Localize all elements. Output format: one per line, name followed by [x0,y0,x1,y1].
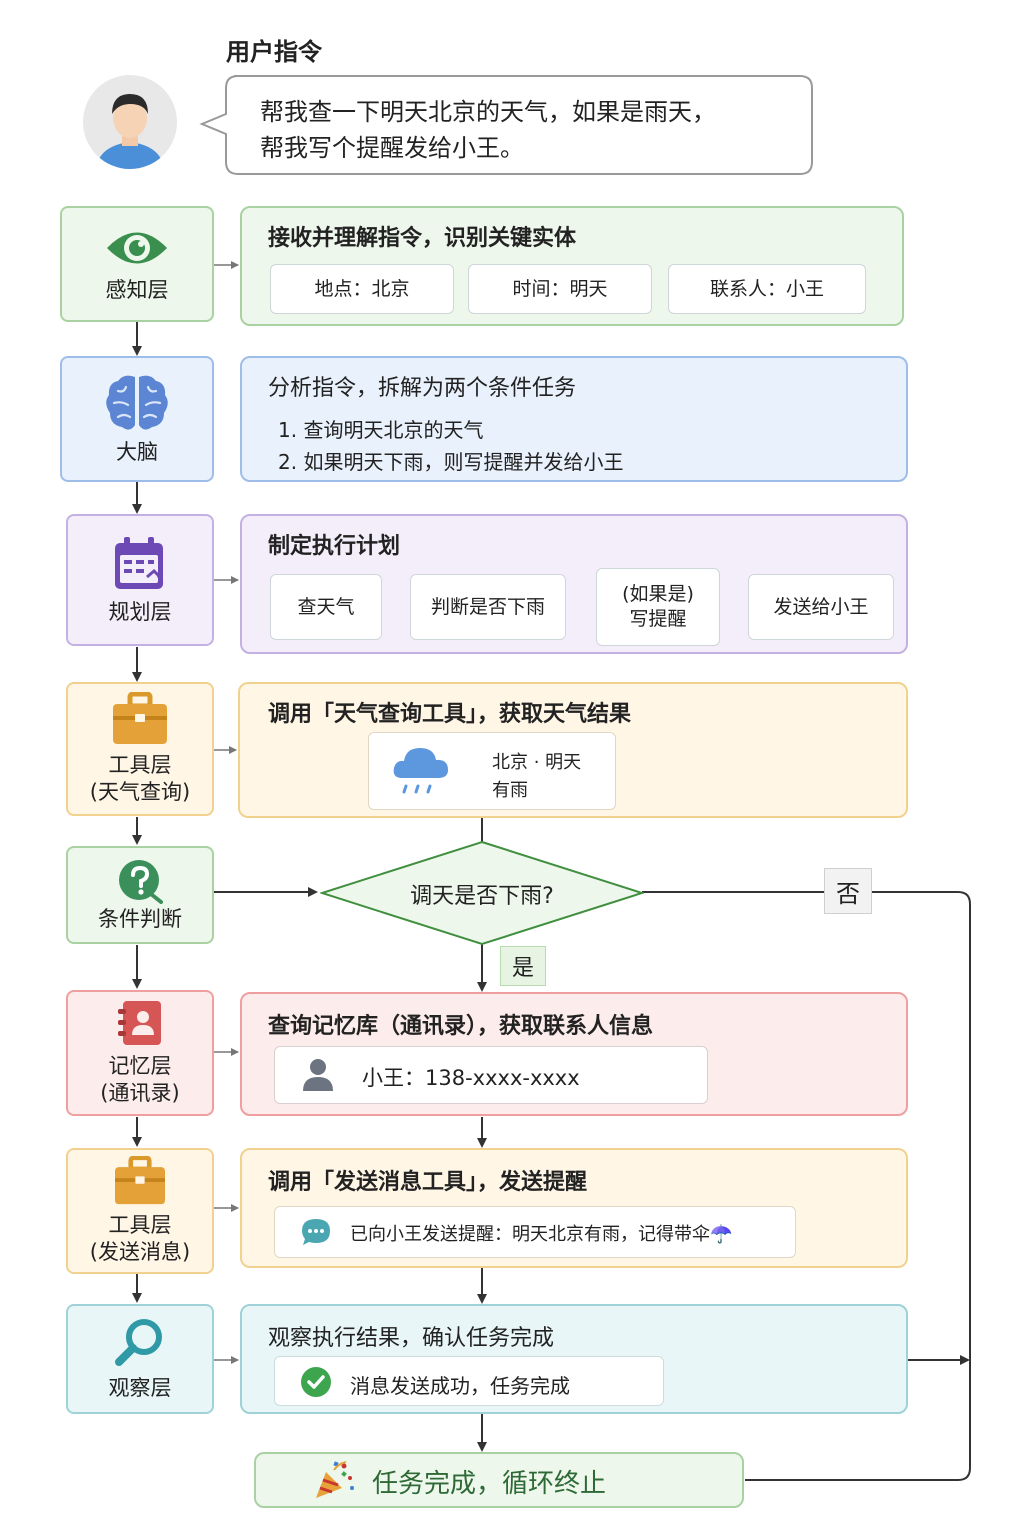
panel-title: 分析指令，拆解为两个条件任务 [268,376,577,401]
layer-label: 大脑 [116,439,158,464]
layer-memory: 记忆层 (通讯录) [66,990,214,1116]
layer-tool-weather: 工具层 (天气查询) [66,682,214,816]
panel-planning: 制定执行计划 查天气 判断是否下雨 (如果是) 写提醒 发送给小王 [240,514,908,654]
plan-step: (如果是) 写提醒 [596,568,720,646]
panel-title: 接收并理解指令，识别关键实体 [268,226,577,251]
yes-label: 是 [500,946,546,986]
panel-title: 调用「发送消息工具」，发送提醒 [268,1170,588,1195]
user-heading: 用户指令 [226,38,322,66]
panel-send: 调用「发送消息工具」，发送提醒 已向小王发送提醒：明天北京有雨，记得带伞☂️ [240,1148,908,1268]
layer-label: 感知层 [105,277,169,302]
entity-location: 地点：北京 [270,264,454,314]
panel-title: 调用「天气查询工具」，获取天气结果 [268,702,632,727]
panel-title: 观察执行结果，确认任务完成 [268,1326,555,1351]
layer-label: 记忆层 (通讯录) [100,1054,180,1105]
panel-title: 查询记忆库（通讯录），获取联系人信息 [268,1014,654,1039]
panel-perception: 接收并理解指令，识别关键实体 地点：北京 时间：明天 联系人：小王 [240,206,904,326]
layer-tool-send: 工具层 (发送消息) [66,1148,214,1274]
entity-contact: 联系人：小王 [668,264,866,314]
toolbox-icon [115,1156,165,1205]
layer-condition: 条件判断 [66,846,214,944]
calendar-icon [115,536,164,589]
layer-label: 条件判断 [98,906,182,931]
check-circle-icon [301,1367,331,1397]
plan-step: 判断是否下雨 [410,574,566,640]
task-item: 1. 查询明天北京的天气 [278,418,484,442]
layer-label: 工具层 (天气查询) [89,753,191,804]
layer-perception: 感知层 [60,206,214,322]
final-text: 任务完成，循环终止 [372,1469,607,1499]
speech-bubble [199,75,813,175]
avatar [82,74,178,170]
layer-label: 工具层 (发送消息) [89,1213,191,1264]
layer-label: 观察层 [108,1375,172,1400]
layer-observe: 观察层 [66,1304,214,1414]
question-icon [119,859,163,904]
result-card [274,1356,664,1406]
plan-step: 发送给小王 [748,574,894,640]
weather-location-date: 北京 · 明天 [492,752,582,773]
layer-planning: 规划层 [66,514,214,646]
panel-brain: 分析指令，拆解为两个条件任务 1. 查询明天北京的天气 2. 如果明天下雨，则写… [240,356,908,482]
plan-step: 查天气 [270,574,382,640]
weather-condition: 有雨 [492,780,528,801]
no-branch-path [642,891,971,1481]
result-text: 消息发送成功，任务完成 [350,1374,570,1398]
toolbox-icon [113,692,167,744]
decision-diamond [320,840,644,946]
chat-bubble-icon [302,1219,330,1245]
user-avatar-icon [83,75,177,169]
person-icon [303,1059,333,1091]
panel-observe: 观察执行结果，确认任务完成 消息发送成功，任务完成 [240,1304,908,1414]
task-item: 2. 如果明天下雨，则写提醒并发给小王 [278,450,624,474]
contact-info: 小王：138-xxxx-xxxx [362,1066,580,1090]
layer-label: 规划层 [108,599,172,624]
brain-icon [106,375,168,430]
message-card [274,1206,796,1258]
panel-weather: 调用「天气查询工具」，获取天气结果 北京 · 明天 有雨 [238,682,908,818]
rain-cloud-icon [393,748,448,794]
layer-brain: 大脑 [60,356,214,482]
party-popper-icon [316,1461,354,1498]
weather-result-card [368,732,616,810]
no-label: 否 [824,868,872,914]
contact-book-icon [118,1001,161,1045]
panel-memory: 查询记忆库（通讯录），获取联系人信息 小王：138-xxxx-xxxx [240,992,908,1116]
contact-card [274,1046,708,1104]
magnifier-icon [115,1318,162,1366]
user-message-line1: 帮我查一下明天北京的天气，如果是雨天， [260,98,716,126]
entity-time: 时间：明天 [468,264,652,314]
panel-title: 制定执行计划 [268,534,401,559]
final-box [254,1452,744,1508]
decision-question: 调天是否下雨? [410,884,554,909]
user-message-line2: 帮我写个提醒发给小王。 [260,134,524,162]
eye-icon [107,232,167,263]
message-text: 已向小王发送提醒：明天北京有雨，记得带伞☂️ [350,1224,733,1245]
